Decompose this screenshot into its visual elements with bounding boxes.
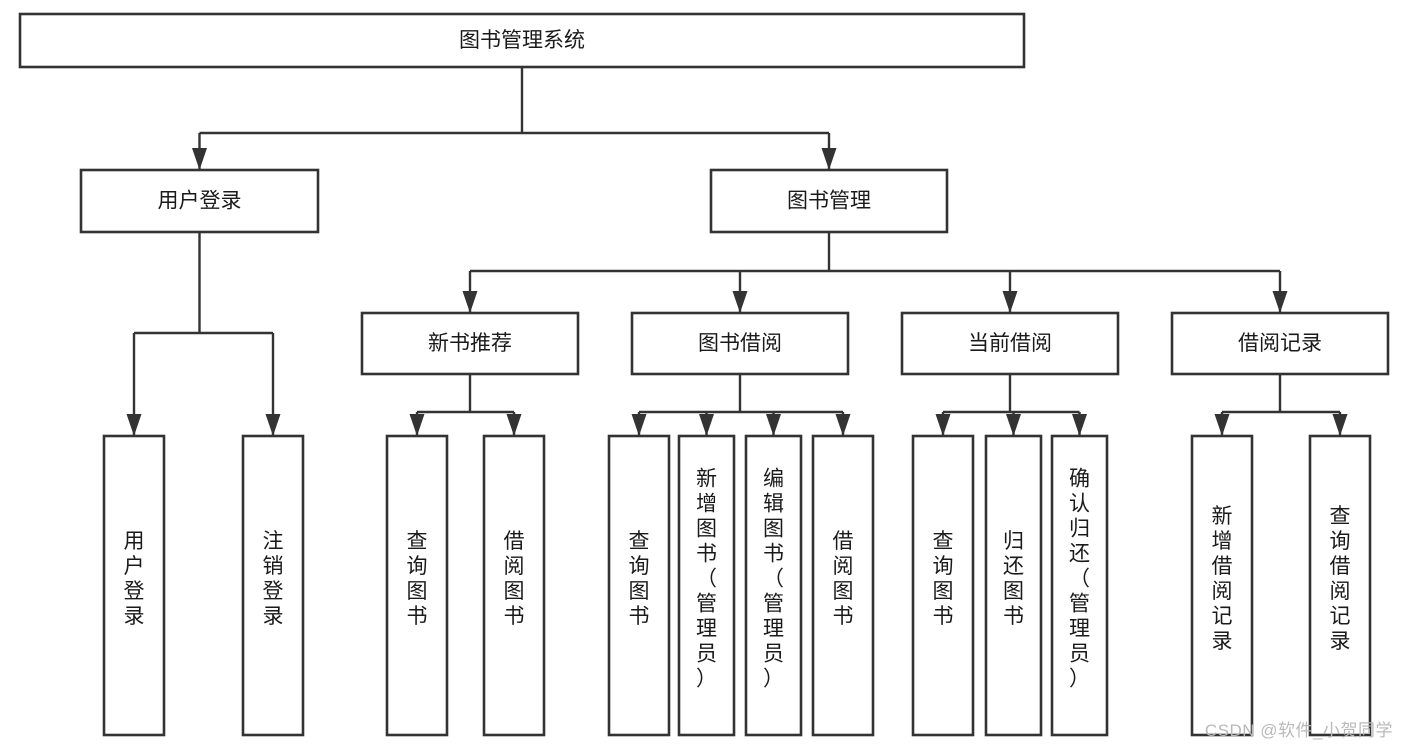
arrow-head-icon (935, 414, 951, 436)
node-label: 新书推荐 (428, 332, 512, 355)
node-box (385, 434, 449, 737)
node-box (677, 434, 736, 737)
node-label: 查询图书 (407, 530, 428, 628)
node-label: 借阅记录 (1238, 332, 1322, 355)
node-box (482, 434, 546, 737)
node-leaf-add-record[interactable]: 新增借阅记录 (1190, 434, 1254, 737)
node-label: 借阅图书 (833, 530, 854, 628)
arrow-head-icon (506, 414, 522, 436)
node-box (744, 434, 803, 737)
node-label: 图书管理 (787, 190, 871, 213)
node-root[interactable]: 图书管理系统 (18, 12, 1026, 69)
node-box (900, 311, 1120, 376)
node-label: 图书管理系统 (459, 29, 585, 52)
node-label: 新增图书（管理员） (696, 468, 717, 691)
node-label: 确认归还（管理员） (1069, 468, 1090, 691)
node-box (1170, 311, 1390, 376)
node-box (1190, 434, 1254, 737)
node-label: 用户登录 (124, 530, 145, 628)
node-new-book-recommend[interactable]: 新书推荐 (360, 311, 580, 376)
arrow-head-icon (265, 414, 281, 436)
node-leaf-return-book[interactable]: 归还图书 (984, 434, 1043, 737)
node-box (79, 168, 320, 234)
node-box (911, 434, 975, 737)
node-box (1308, 434, 1372, 737)
arrow-head-icon (1006, 414, 1021, 436)
node-box (630, 311, 850, 376)
node-box (984, 434, 1043, 737)
nodes-layer: 图书管理系统用户登录图书管理新书推荐图书借阅当前借阅借阅记录用户登录注销登录查询… (18, 12, 1390, 737)
node-box (811, 434, 875, 737)
arrow-head-icon (631, 414, 647, 436)
arrow-head-icon (699, 414, 714, 436)
node-box (102, 434, 166, 737)
node-leaf-add-book[interactable]: 新增图书（管理员） (677, 434, 736, 737)
node-leaf-query-record[interactable]: 查询借阅记录 (1308, 434, 1372, 737)
watermark-text: CSDN @软件_小贺同学 (1204, 721, 1393, 740)
arrow-head-icon (1272, 291, 1288, 313)
arrow-head-icon (835, 414, 851, 436)
node-label: 用户登录 (158, 190, 242, 213)
node-label: 借阅图书 (504, 530, 525, 628)
node-label: 编辑图书（管理员） (763, 468, 784, 691)
arrow-head-icon (462, 291, 478, 313)
arrow-head-icon (821, 148, 837, 170)
node-leaf-user-login[interactable]: 用户登录 (102, 434, 166, 737)
arrow-head-icon (126, 414, 142, 436)
node-box (241, 434, 305, 737)
node-box (607, 434, 671, 737)
node-label: 当前借阅 (968, 332, 1052, 355)
node-leaf-borrow-book-rec[interactable]: 借阅图书 (482, 434, 546, 737)
node-label: 查询图书 (629, 530, 650, 628)
arrow-head-icon (1002, 291, 1018, 313)
node-label: 查询图书 (933, 530, 954, 628)
node-box (18, 12, 1026, 69)
node-label: 归还图书 (1003, 530, 1024, 628)
arrow-head-icon (1214, 414, 1230, 436)
node-label: 图书借阅 (698, 332, 782, 355)
arrow-head-icon (409, 414, 425, 436)
node-label: 注销登录 (263, 530, 284, 628)
node-current-borrow[interactable]: 当前借阅 (900, 311, 1120, 376)
node-book-manage[interactable]: 图书管理 (709, 168, 949, 234)
node-leaf-confirm-return[interactable]: 确认归还（管理员） (1050, 434, 1109, 737)
arrow-head-icon (732, 291, 748, 313)
node-leaf-borrow-book[interactable]: 借阅图书 (811, 434, 875, 737)
arrow-head-icon (1332, 414, 1348, 436)
node-borrow-record[interactable]: 借阅记录 (1170, 311, 1390, 376)
arrow-head-icon (766, 414, 781, 436)
node-box (1050, 434, 1109, 737)
arrow-head-icon (192, 148, 207, 170)
node-leaf-query-book-rec[interactable]: 查询图书 (385, 434, 449, 737)
node-leaf-edit-book[interactable]: 编辑图书（管理员） (744, 434, 803, 737)
node-box (709, 168, 949, 234)
node-leaf-logout[interactable]: 注销登录 (241, 434, 305, 737)
node-book-borrow[interactable]: 图书借阅 (630, 311, 850, 376)
node-label: 新增借阅记录 (1212, 505, 1233, 653)
node-box (360, 311, 580, 376)
edges-layer (126, 67, 1348, 436)
arrow-head-icon (1072, 414, 1087, 436)
node-label: 查询借阅记录 (1330, 505, 1351, 653)
node-leaf-query-book-borrow[interactable]: 查询图书 (607, 434, 671, 737)
node-user-login[interactable]: 用户登录 (79, 168, 320, 234)
node-leaf-query-book-cur[interactable]: 查询图书 (911, 434, 975, 737)
